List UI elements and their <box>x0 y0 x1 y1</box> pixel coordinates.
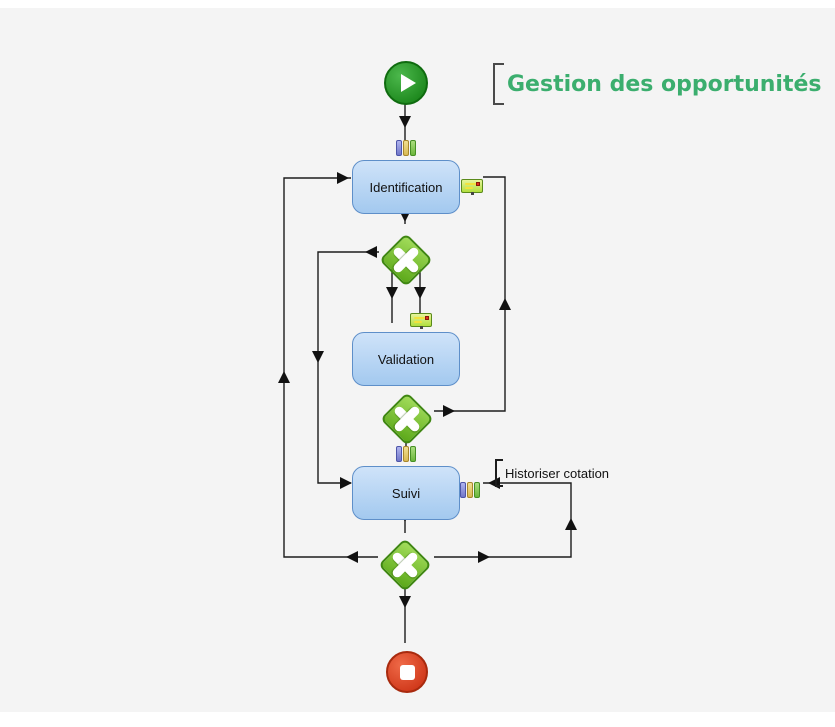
text-annotation[interactable]: Historiser cotation <box>495 459 609 487</box>
task-label: Identification <box>369 179 443 195</box>
task-label: Suivi <box>391 485 421 501</box>
start-event[interactable] <box>384 61 428 105</box>
task-suivi[interactable]: Suivi <box>352 466 460 520</box>
diagram-title: Gestion des opportunités <box>493 63 821 105</box>
end-event[interactable] <box>386 651 428 693</box>
message-note-icon <box>461 179 483 195</box>
stop-icon <box>399 664 415 680</box>
title-bracket <box>493 63 504 105</box>
archive-books-icon <box>396 139 417 156</box>
message-note-icon <box>410 313 432 329</box>
task-validation[interactable]: Validation <box>352 332 460 386</box>
archive-books-icon <box>396 445 417 462</box>
annotation-text: Historiser cotation <box>505 465 610 481</box>
task-label: Validation <box>377 351 435 367</box>
annotation-bracket <box>495 459 503 487</box>
archive-books-icon <box>460 481 481 498</box>
diagram-canvas: Gestion des opportunités Identification … <box>0 8 835 712</box>
play-icon <box>401 74 416 92</box>
task-identification[interactable]: Identification <box>352 160 460 214</box>
diagram-title-text: Gestion des opportunités <box>507 71 822 97</box>
